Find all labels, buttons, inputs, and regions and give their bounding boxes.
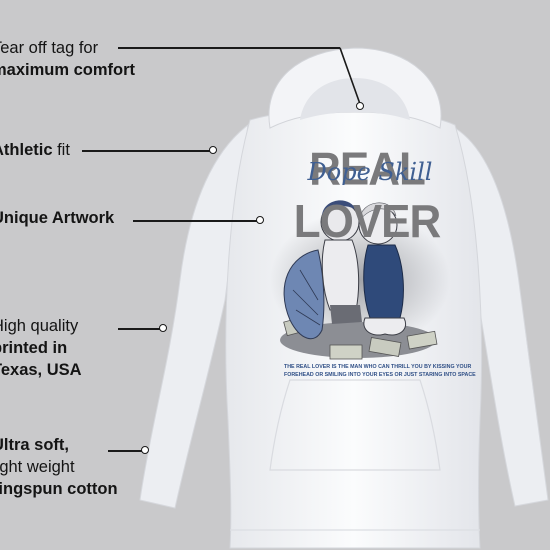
callout-fit-bold: Athletic [0,141,53,159]
callout-print-line-2: printed in [0,339,68,357]
callout-fabric-line-3: ringspun cotton [0,480,118,498]
artwork-caption-line-1: THE REAL LOVER IS THE MAN WHO CAN THRILL… [284,364,472,370]
wing [283,249,325,340]
kangaroo-pocket [269,379,441,471]
right-sleeve [454,127,549,507]
callout-print-line-1: High quality [0,317,79,335]
callout-print: High quality printed in Texas, USA [0,315,82,381]
callout-fabric: Ultra soft, light weight ringspun cotton [0,434,118,500]
callout-tag-line-1: Tear off tag for [0,39,99,57]
callout-fit-leader [82,150,210,152]
callout-fabric-marker [141,446,149,454]
hood-opening [300,78,410,120]
callout-tag-leader-diagonal [339,47,361,105]
callout-fit: Athletic fit [0,139,70,161]
callout-print-leader [118,328,160,330]
callout-artwork-leader [133,220,257,222]
artwork-script: Dope Skill [307,158,433,186]
callout-artwork-marker [256,216,264,224]
cherub-right [358,202,406,336]
callout-tag-line-2: maximum comfort [0,61,136,79]
callout-print-line-3: Texas, USA [0,361,82,379]
callout-artwork: Unique Artwork [0,207,114,229]
callout-fabric-line-1: Ultra soft, [0,436,70,454]
callout-fabric-line-2: light weight [0,458,75,476]
artwork-headline: REAL LOVER [293,143,442,248]
artwork-caption-line-2: FOREHEAD OR SMILING INTO YOUR EYES OR JU… [284,372,476,378]
callout-print-marker [159,324,167,332]
callout-artwork-text: Unique Artwork [0,209,115,227]
callout-tag-leader [118,47,340,49]
cherub-left [320,200,362,324]
callout-tag: Tear off tag for maximum comfort [0,37,135,81]
callout-fit-marker [209,146,217,154]
callout-tag-marker [356,102,364,110]
callout-fabric-leader [108,450,142,452]
callout-fit-rest: fit [52,141,70,159]
